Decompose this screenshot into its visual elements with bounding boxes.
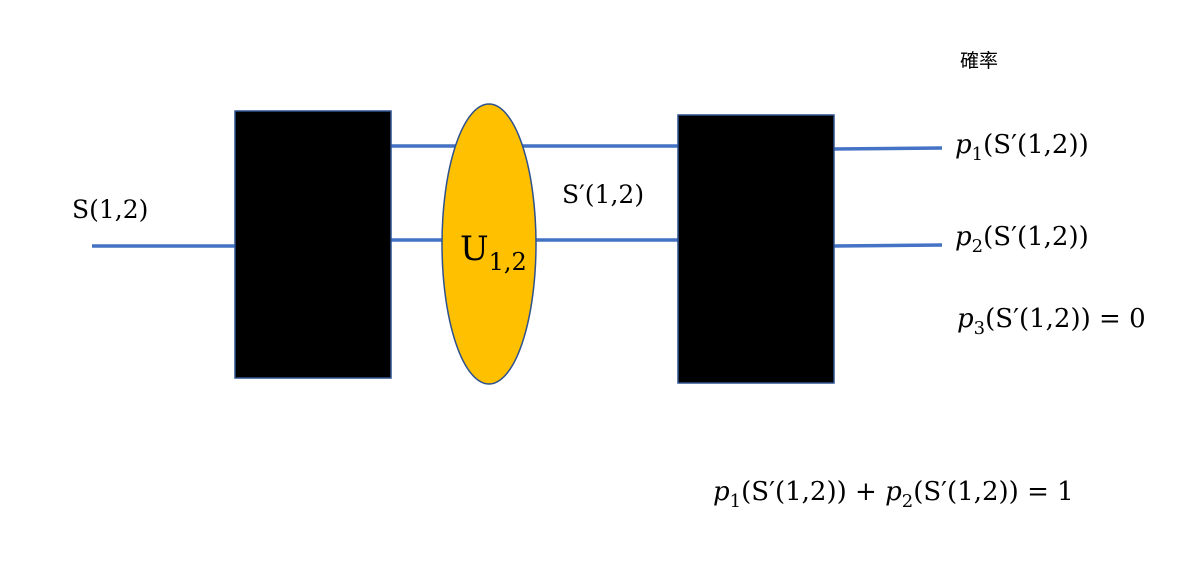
p3-symbol: p (957, 304, 974, 334)
unitary-operator-ellipse (441, 103, 537, 385)
output-probability-2: p2(S′(1,2)) (955, 222, 1089, 257)
output-wire-2 (832, 243, 943, 248)
unitary-subscript: 1,2 (489, 248, 527, 276)
p1-subscript: 1 (972, 144, 983, 165)
input-state-label: S(1,2) (72, 195, 148, 224)
eq-p1-symbol: p (713, 477, 730, 507)
output-probability-1: p1(S′(1,2)) (955, 130, 1089, 165)
normalization-equation: p1(S′(1,2)) + p2(S′(1,2)) = 1 (713, 477, 1074, 512)
eq-p2-symbol: p (885, 477, 902, 507)
eq-p1-argument: (S′(1,2)) (741, 477, 847, 507)
p2-subscript: 2 (972, 236, 983, 257)
unitary-symbol: U (460, 229, 489, 269)
output-wire-1 (832, 146, 943, 151)
eq-result: = 1 (1019, 477, 1074, 507)
middle-state-label: S′(1,2) (562, 180, 644, 209)
eq-p1-subscript: 1 (730, 491, 741, 512)
p1-argument: (S′(1,2)) (983, 130, 1089, 160)
probability-label: 確率 (960, 50, 998, 72)
p2-symbol: p (955, 222, 972, 252)
p3-subscript: 3 (974, 318, 985, 339)
p2-argument: (S′(1,2)) (983, 222, 1089, 252)
eq-p2-subscript: 2 (902, 491, 913, 512)
output-probability-3: p3(S′(1,2)) = 0 (957, 304, 1146, 339)
left-black-box (234, 110, 392, 379)
eq-p2-argument: (S′(1,2)) (913, 477, 1019, 507)
p1-symbol: p (955, 130, 972, 160)
unitary-operator-label: U1,2 (460, 229, 527, 276)
eq-plus: + (847, 477, 885, 507)
p3-suffix: = 0 (1091, 304, 1146, 334)
p3-argument: (S′(1,2)) (985, 304, 1091, 334)
right-black-box (677, 114, 835, 384)
